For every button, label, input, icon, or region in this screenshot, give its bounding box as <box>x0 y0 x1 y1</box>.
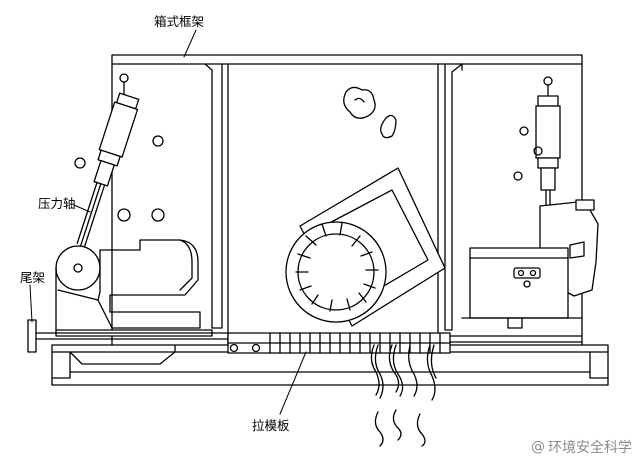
pull-plate-label: 拉模板 <box>252 418 290 433</box>
right-hydraulic-cylinder <box>535 76 561 211</box>
tilted-drum <box>285 167 446 327</box>
watermark: @ 环境安全科学 <box>531 437 632 457</box>
falling-strands <box>370 344 437 447</box>
leader-lines <box>29 29 307 415</box>
pull-plate-grate <box>227 332 451 354</box>
center-chamber-objects <box>343 86 397 139</box>
at-sign-icon: @ <box>531 439 545 455</box>
right-panel-holes <box>513 126 543 181</box>
right-block <box>461 247 583 329</box>
frame-label: 箱式框架 <box>154 14 204 29</box>
watermark-text: 环境安全科学 <box>548 440 632 456</box>
pressure-shaft-label: 压力轴 <box>38 196 76 211</box>
left-hydraulic-cylinder <box>76 73 140 248</box>
left-panel-holes <box>74 135 165 222</box>
tail-frame-label: 尾架 <box>20 270 45 285</box>
